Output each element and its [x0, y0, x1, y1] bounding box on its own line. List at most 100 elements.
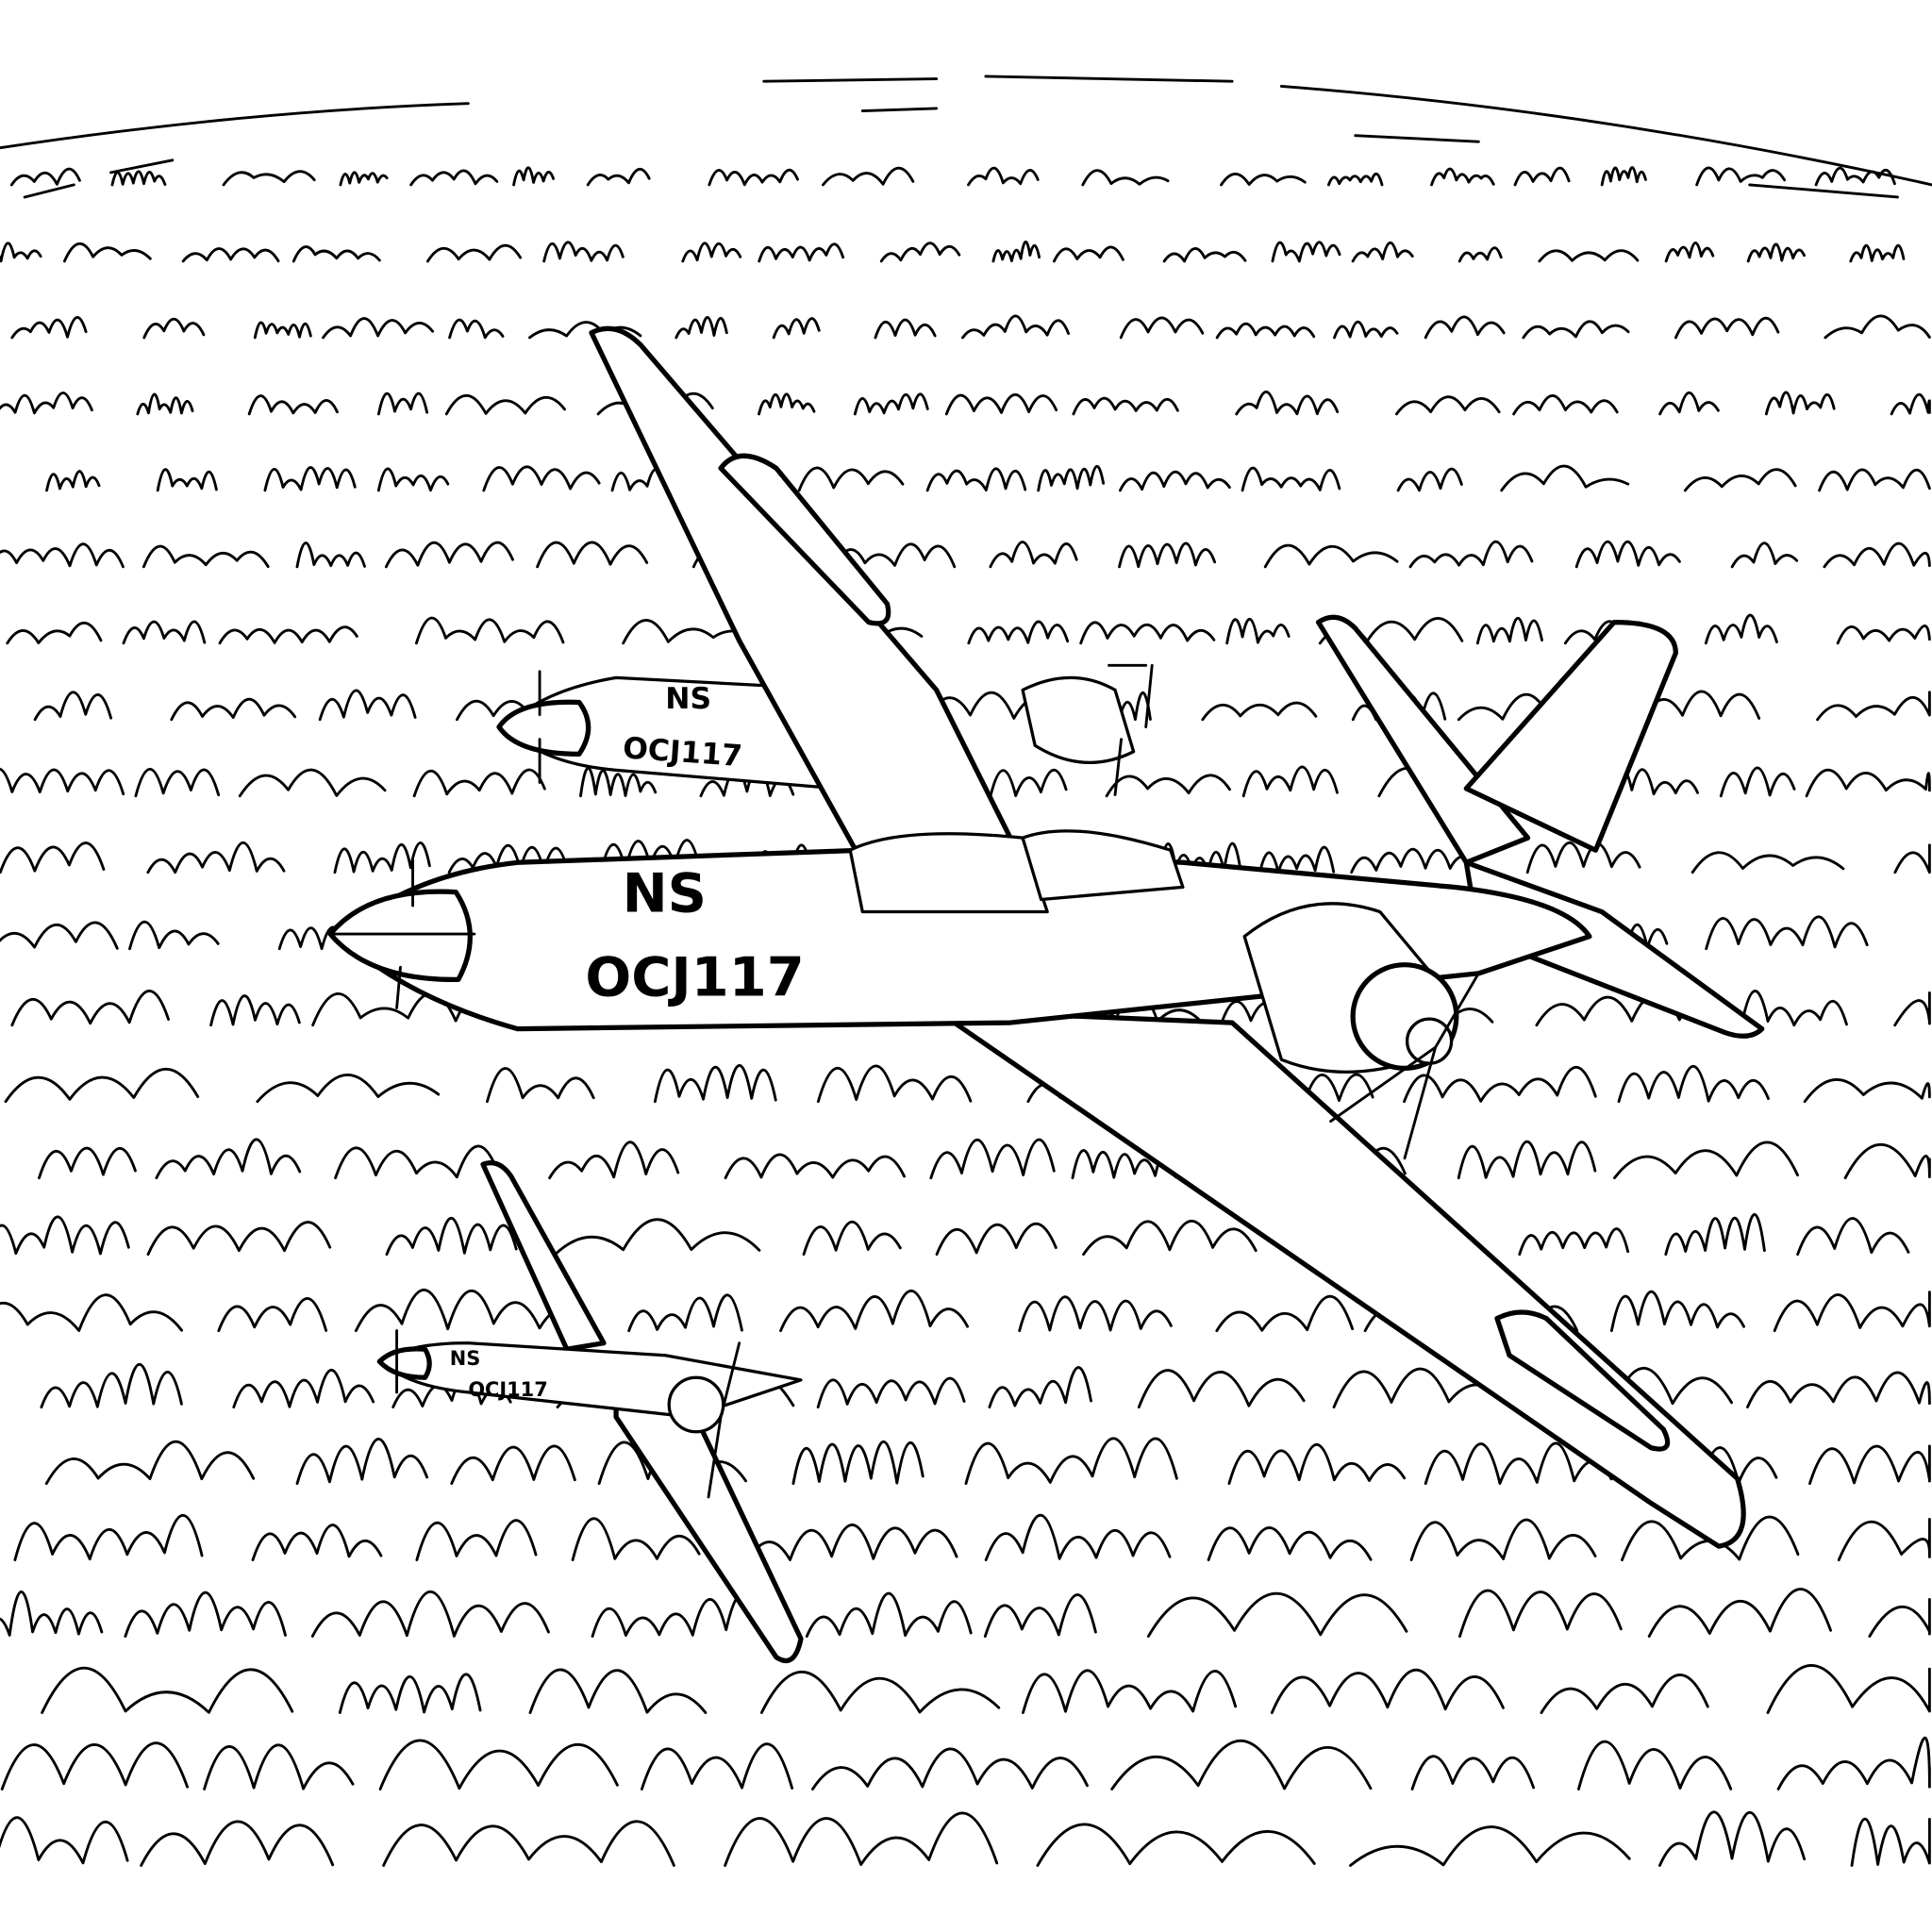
cloud-puff	[385, 1217, 518, 1257]
cloud-puff	[41, 1666, 294, 1714]
cloud-puff	[586, 167, 651, 187]
cloud-puff	[0, 921, 119, 950]
cloud-puff	[1326, 172, 1384, 187]
cloud-puff	[354, 1288, 588, 1333]
cloud-puff	[805, 1591, 973, 1638]
cloud-puff	[528, 1668, 708, 1714]
cloud-puff	[548, 1141, 680, 1180]
cloud-puff	[1836, 625, 1931, 645]
cloud-puff	[833, 542, 957, 569]
cloud-puff	[44, 1440, 256, 1486]
cloud-puff	[486, 1067, 595, 1104]
cloud-puff	[1162, 247, 1247, 263]
cloud-puff	[1704, 613, 1778, 645]
cloud-puff	[1837, 1518, 1931, 1561]
cloud-puff	[1658, 391, 1720, 416]
cloud-puff	[0, 767, 125, 796]
cloud-puff	[1271, 241, 1341, 263]
cloud-puff	[62, 242, 152, 263]
cloud-puff	[333, 841, 431, 874]
cloud-puff	[1146, 1591, 1408, 1638]
cloud-puff	[382, 1820, 675, 1867]
cloud-puff	[925, 467, 1027, 492]
cloud-puff	[1350, 847, 1476, 874]
cloud-puff	[1518, 1227, 1630, 1257]
cloud-puff	[681, 242, 742, 263]
cloud-puff	[1457, 246, 1503, 263]
cloud-puff	[140, 1820, 335, 1867]
cloud-puff	[33, 691, 113, 722]
cloud-puff	[1081, 169, 1170, 187]
cloud-puff	[376, 467, 450, 492]
cloud-puff	[1235, 391, 1340, 416]
cloud-puff	[251, 1524, 383, 1561]
cloud-puff	[1613, 1141, 1799, 1180]
cloud-puff	[1823, 541, 1931, 569]
cloud-puff	[1674, 316, 1780, 340]
cloud-puff	[1617, 1065, 1770, 1104]
cloud-puff	[1805, 768, 1931, 798]
cloud-puff	[1695, 166, 1787, 187]
cloud-puff	[1719, 766, 1796, 798]
cloud-puff	[0, 1215, 130, 1256]
cloud-puff	[627, 1293, 743, 1333]
cloud-puff	[1072, 396, 1179, 416]
cloud-puff	[1408, 540, 1534, 569]
cloud-puff	[1394, 395, 1501, 416]
cloud-puff	[967, 166, 1040, 187]
cloud-puff	[1796, 1217, 1910, 1257]
cloud-puff	[0, 1293, 184, 1332]
cloud-puff	[146, 1221, 332, 1257]
cloud-puff	[1110, 1739, 1373, 1790]
cloud-puff	[1843, 1142, 1931, 1180]
cloud-puff	[1657, 1810, 1807, 1867]
cloud-puff	[1600, 166, 1647, 187]
cloud-puff	[967, 620, 1070, 645]
cloud-puff	[1227, 1443, 1407, 1486]
cloud-puff	[1730, 541, 1799, 569]
cloud-puff	[1850, 1817, 1931, 1867]
cloud-puff	[0, 242, 42, 263]
cloud-puff	[964, 1437, 1178, 1486]
cloud-puff	[1457, 1140, 1597, 1180]
cloud-puff	[409, 169, 499, 187]
cloud-puff	[0, 391, 93, 415]
lead-serial: OCJ117	[585, 945, 804, 1008]
cloud-puff	[1746, 1371, 1931, 1409]
cloud-puff	[40, 1362, 183, 1409]
cloud-puff	[579, 766, 658, 798]
cloud-puff	[1512, 394, 1619, 416]
cloud-puff	[1410, 1755, 1536, 1790]
cloud-puff	[263, 466, 357, 492]
cloud-puff	[170, 697, 297, 722]
cloud-puff	[1036, 1823, 1316, 1867]
cloud-puff	[338, 1673, 482, 1714]
cloud-puff	[376, 391, 429, 416]
wingman-left-serial: OCJ117	[622, 731, 743, 774]
cloud-puff	[542, 241, 625, 263]
cloud-puff	[448, 318, 505, 340]
cloud-puff	[0, 1741, 190, 1790]
cloud-puff	[1816, 691, 1931, 722]
cloud-puff	[816, 1064, 973, 1104]
cloud-puff	[746, 1524, 958, 1561]
cloud-puff	[10, 316, 88, 340]
cloud-puff	[759, 1671, 1001, 1714]
cloud-puff	[0, 841, 106, 874]
cloud-puff	[1201, 701, 1318, 722]
cloud-puff	[10, 990, 170, 1027]
cloud-puff	[1241, 765, 1339, 798]
cloud-puff	[238, 768, 387, 798]
cloud-puff	[1766, 1664, 1931, 1714]
cloud-puff	[1890, 392, 1931, 416]
cloud-puff	[155, 1138, 302, 1180]
cloud-puff	[708, 168, 799, 187]
cloud-puff	[724, 1153, 907, 1180]
cloud-puff	[339, 171, 389, 187]
cloud-puff	[1207, 1526, 1373, 1561]
cloud-puff	[203, 1743, 355, 1790]
cloud-puff	[209, 994, 301, 1027]
cloud-puff	[318, 689, 417, 722]
cloud-puff	[0, 1816, 129, 1865]
cloud-puff	[1776, 1736, 1931, 1790]
